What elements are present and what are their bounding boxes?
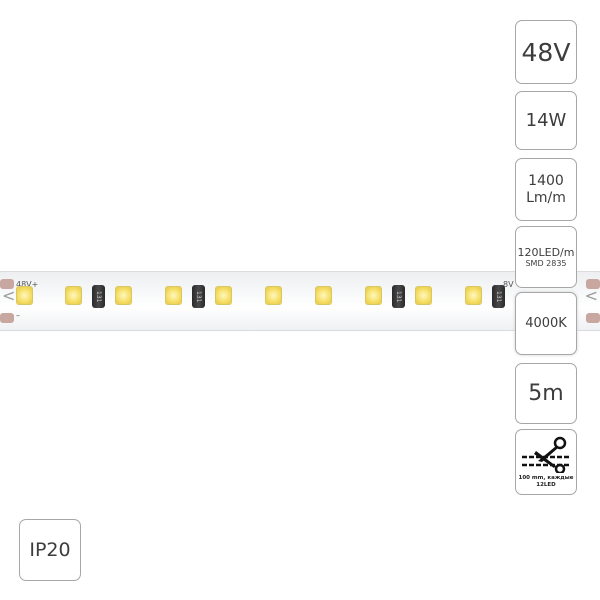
led-chip: [166, 287, 181, 304]
led-chip: [466, 287, 481, 304]
lumen-unit: Lm/m: [526, 189, 566, 206]
length-value: 5m: [528, 381, 564, 406]
chevron-left-icon: <: [2, 286, 16, 305]
led-density-value: 120LED/m: [517, 246, 575, 259]
voltage-value: 48V: [521, 37, 571, 67]
color-temp-badge: 4000K: [515, 292, 577, 355]
ip-rating-value: IP20: [29, 539, 71, 561]
polarity-label: 48V+: [16, 280, 39, 289]
lumen-value: 1400: [528, 172, 564, 189]
cut-interval-badge: 100 mm, каждые 12LED: [515, 429, 577, 495]
solder-pad: [0, 313, 14, 323]
led-chip: [366, 287, 381, 304]
chevron-right-icon: <: [584, 286, 598, 305]
solder-pad: [586, 313, 600, 323]
cut-interval-text: 100 mm, каждые 12LED: [519, 475, 574, 489]
resistor: 131: [392, 285, 405, 308]
solder-pad: [0, 279, 14, 289]
led-chip: [316, 287, 331, 304]
cut-interval-line-2: 12LED: [536, 482, 556, 488]
power-badge: 14W: [515, 91, 577, 150]
color-temp-value: 4000K: [525, 316, 567, 331]
led-chip: [116, 287, 131, 304]
led-strip: < < 48V+ – 8V 131 131 131 131: [0, 271, 600, 331]
polarity-label-right: 8V: [503, 280, 514, 289]
length-badge: 5m: [515, 363, 577, 424]
voltage-badge: 48V: [515, 20, 577, 84]
cut-interval-line-1: 100 mm, каждые: [518, 475, 574, 481]
led-chip: [416, 287, 431, 304]
resistor: 131: [492, 285, 505, 308]
solder-pad: [586, 279, 600, 289]
minus-label: –: [16, 311, 20, 320]
led-density-badge: 120LED/m SMD 2835: [515, 226, 577, 288]
ip-rating-badge: IP20: [19, 519, 81, 581]
led-chip: [66, 287, 81, 304]
power-value: 14W: [525, 110, 567, 131]
led-chip: [266, 287, 281, 304]
led-chip: [17, 287, 32, 304]
resistor: 131: [192, 285, 205, 308]
led-chip: [216, 287, 231, 304]
scissors-icon: [522, 436, 570, 473]
led-type: SMD 2835: [525, 259, 567, 268]
resistor: 131: [92, 285, 105, 308]
lumen-badge: 1400 Lm/m: [515, 158, 577, 221]
